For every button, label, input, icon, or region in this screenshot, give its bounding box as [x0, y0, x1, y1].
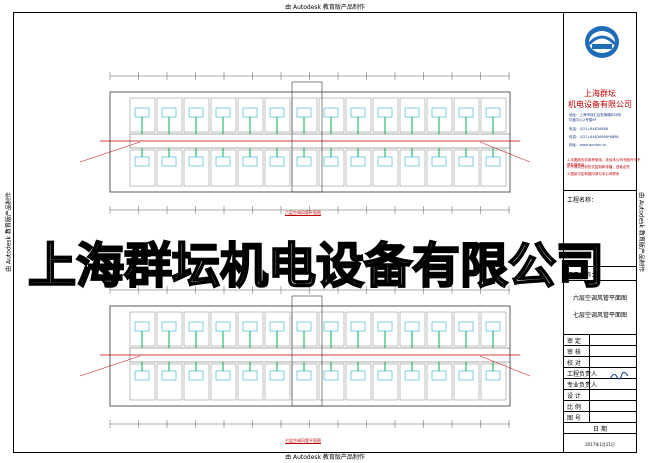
company-name-line2: 机电设备有限公司 — [568, 100, 632, 109]
address-line: 电话：(021)-64826988 — [569, 127, 608, 131]
autodesk-stamp-right: 由 Autodesk 教育版产品制作 — [637, 192, 645, 272]
tb-divider — [563, 190, 637, 191]
title-block — [563, 12, 637, 453]
sign-row: 专业负责人 — [567, 382, 598, 389]
sign-row: 工程负责人 — [567, 371, 598, 378]
address-line: 地址：上海市徐汇区虹梅路838号 — [569, 113, 622, 117]
note-line: 3.图纸中如有疑问请与本公司联系 — [567, 172, 620, 176]
sign-row: 审 核 — [567, 349, 581, 356]
sign-row: 日 期 — [593, 426, 607, 433]
company-logo-icon — [585, 26, 619, 58]
autodesk-stamp-left: 由 Autodesk 教育版产品制作 — [5, 192, 13, 272]
autodesk-stamp-bottom: 由 Autodesk 教育版产品制作 — [285, 454, 365, 461]
tb-divider — [563, 266, 637, 267]
sign-row: 比 例 — [567, 404, 581, 411]
tb-divider — [563, 280, 637, 281]
drawing-caption: 六层空调风管平面图 — [285, 210, 321, 215]
floor-plan-level-7 — [79, 286, 531, 428]
company-watermark: 上海群坛机电设备有限公司 — [27, 237, 605, 295]
drawing-frame — [13, 12, 637, 453]
note-line: 2.不得以任何形式复制和传播，违者必究 — [567, 165, 630, 169]
address-line: 网址：www.quntan.cn — [569, 143, 607, 147]
sign-row: 校 对 — [567, 360, 581, 367]
date-value: 2017年1月11日 — [585, 442, 615, 447]
note-line: 1.本图纸仅供参考使用，未经本公司书面许可不得外借他用 — [567, 158, 641, 167]
item-label: 项目名称： — [567, 272, 598, 279]
sign-row: 设 计 — [567, 393, 581, 400]
signature-icon — [609, 371, 629, 380]
drawing-title: 七层空调风管平面图 — [572, 312, 627, 319]
drawing-caption: 七层空调风管平面图 — [285, 438, 321, 443]
company-name-line1: 上海群坛 — [584, 89, 616, 98]
project-label: 工程名称： — [567, 197, 598, 204]
floor-plan-level-6 — [79, 72, 531, 214]
address-line: 华鑫中心2号楼9F — [569, 118, 597, 122]
drawing-title: 六层空调风管平面图 — [572, 295, 627, 302]
address-line: 传真：(021)-64826988*8888 — [569, 135, 619, 139]
sign-row: 图 号 — [567, 415, 581, 422]
autodesk-stamp-top: 由 Autodesk 教育版产品制作 — [285, 4, 365, 11]
sign-row: 审 定 — [567, 338, 581, 345]
